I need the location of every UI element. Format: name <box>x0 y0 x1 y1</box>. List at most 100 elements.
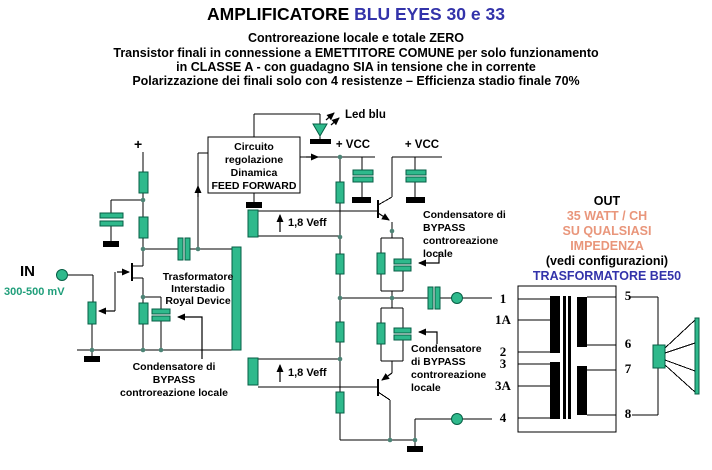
ground-bars <box>84 139 425 452</box>
bypass-mid-line2: di BYPASS <box>411 356 466 368</box>
output-transformer-be50-box <box>517 285 617 433</box>
speaker <box>652 317 700 395</box>
ground-bar <box>103 241 119 247</box>
led-cathode-bar <box>310 139 331 144</box>
interstage-secondary-winding-top <box>247 209 259 238</box>
input-terminal <box>56 269 68 281</box>
terminals <box>56 269 463 425</box>
subtitle-2: Transistor finali in connessione a EMETT… <box>113 46 599 60</box>
interstage-transformer-label: Trasformatore Interstadio Royal Device <box>155 271 241 307</box>
input-label: IN <box>20 263 35 280</box>
bypass-cap-lower <box>393 327 412 334</box>
upper-transistor-emitter-arrow <box>377 212 390 221</box>
resistor <box>138 216 149 239</box>
bypass-bottom-line3: controreazione locale <box>120 387 228 399</box>
led-ray-1 <box>325 112 335 121</box>
bias-resistor <box>335 391 345 414</box>
bypass-cap-input <box>151 308 171 315</box>
led-ray-2 <box>330 117 340 126</box>
tap-label-1a: 1A <box>495 312 511 327</box>
bypass-bottom-line1: Condensatore di <box>132 361 216 373</box>
output-terminal-top <box>451 292 463 304</box>
plus-supply-label: + <box>134 136 143 152</box>
input-filter-cap <box>99 212 124 219</box>
tap-label-8: 8 <box>624 406 632 421</box>
speaker-magnet <box>652 344 666 369</box>
output-coupling-cap <box>427 286 434 310</box>
secondary-winding-block <box>577 297 587 347</box>
tap-label-4: 4 <box>499 410 507 425</box>
bias-resistor <box>335 181 345 204</box>
bypass-cap-lower <box>393 334 412 341</box>
vcc-cap-left <box>352 169 374 176</box>
ground-bar <box>246 202 262 208</box>
tap-label-3: 3 <box>499 356 507 371</box>
vcc-cap-right <box>405 169 427 176</box>
bypass-mid-line3: controreazione <box>411 369 487 381</box>
resistor <box>138 302 149 325</box>
core-bar <box>568 296 571 419</box>
subtitle-1: Controreazione locale e totale ZERO <box>247 31 464 45</box>
bypass-top-line4: locale <box>423 248 453 260</box>
bypass-mid-line1: Condensatore <box>411 343 482 355</box>
output-coupling-cap <box>434 286 441 310</box>
primary-winding-block <box>550 362 560 419</box>
capacitors <box>99 169 441 341</box>
ground-bar <box>84 356 100 362</box>
bypass-mid-label: Condensatore di BYPASS controreazione lo… <box>411 343 486 395</box>
bypass-top-line1: Condensatore di <box>423 209 506 221</box>
tap-label-7: 7 <box>624 361 632 376</box>
subtitle-4: Polarizzazione dei finali solo con 4 res… <box>132 74 580 88</box>
input-filter-cap <box>99 220 124 227</box>
bypass-cap-upper <box>393 258 412 265</box>
bypass-top-label: Condensatore di BYPASS controreazione lo… <box>423 209 506 261</box>
out-transformer-label: TRASFORMATORE BE50 <box>532 269 682 283</box>
tap-label-3a: 3A <box>495 378 511 393</box>
coupling-cap <box>177 237 184 261</box>
ground-bar <box>407 446 423 452</box>
out-impedance-label1: SU QUALSIASI <box>562 224 652 238</box>
out-impedance-label2: IMPEDENZA <box>570 239 644 253</box>
feedforward-line2: regolazione <box>224 154 284 166</box>
title-black: AMPLIFICATORE <box>207 4 355 24</box>
vcc-left-label: + VCC <box>335 139 371 151</box>
emitter-resistor <box>376 252 386 275</box>
led-blu-label: Led blu <box>345 109 386 121</box>
led-blu-diode <box>312 123 328 137</box>
interstage-secondary-winding-bottom <box>247 357 259 386</box>
tap-label-5: 5 <box>624 288 632 303</box>
interstage-line1: Trasformatore <box>162 271 234 283</box>
tap-label-6: 6 <box>624 336 632 351</box>
input-potentiometer <box>87 301 97 325</box>
speaker-diaphragm <box>694 317 700 395</box>
bypass-cap-input <box>151 315 171 322</box>
feedforward-label: Circuito regolazione Dinamica FEED FORWA… <box>209 141 299 193</box>
out-label: OUT <box>593 194 621 208</box>
subtitle-3: in CLASSE A - con guadagno SIA in tensio… <box>176 60 536 74</box>
node-dots <box>89 154 418 443</box>
lower-transistor-emitter-arrow <box>381 372 393 381</box>
output-info-block: OUT 35 WATT / CH SU QUALSIASI IMPEDENZA … <box>518 194 696 284</box>
bypass-top-leader <box>418 252 440 267</box>
output-terminal-bottom <box>451 413 463 425</box>
interstage-line2: Interstadio <box>171 283 225 295</box>
tap-label-2: 2 <box>499 344 507 359</box>
bypass-bottom-label: Condensatore di BYPASS controreazione lo… <box>118 361 230 400</box>
emitter-resistor <box>376 322 386 345</box>
bias-resistor <box>335 253 345 275</box>
coupling-cap <box>184 237 191 261</box>
primary-winding-block <box>550 296 560 353</box>
veff-bottom-label: 1,8 Veff <box>288 367 327 379</box>
vcc-cap-left <box>352 176 374 183</box>
out-power-label: 35 WATT / CH <box>566 209 648 223</box>
feedforward-line4: FEED FORWARD <box>211 180 297 192</box>
bypass-mid-leader <box>418 328 438 344</box>
be50-windings <box>550 296 587 419</box>
veff-top-label: 1,8 Veff <box>288 217 327 229</box>
bypass-top-line3: controreazione <box>423 235 499 247</box>
secondary-winding-block <box>577 366 587 415</box>
bypass-bottom-line2: BYPASS <box>152 374 196 386</box>
resistor <box>138 171 149 194</box>
bypass-cap-upper <box>393 265 412 272</box>
